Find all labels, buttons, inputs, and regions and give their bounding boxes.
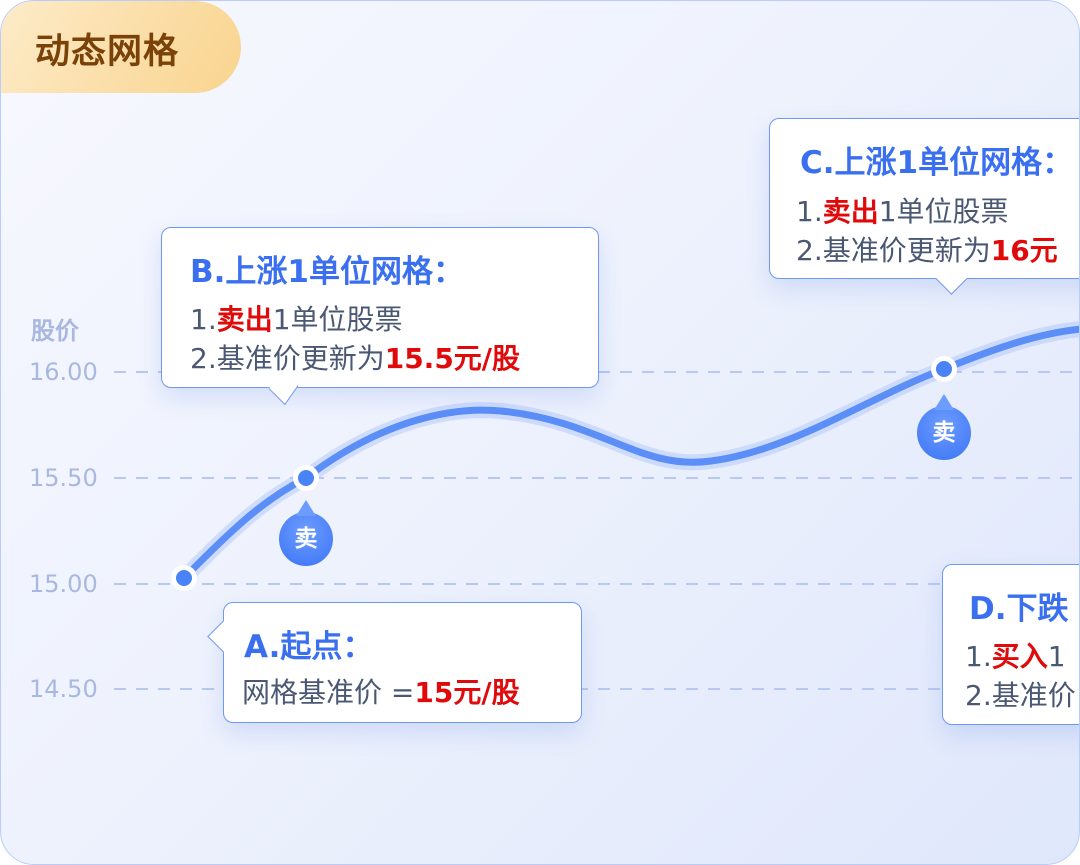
text: 1单位股票 [272,303,403,336]
y-tick: 14.50 [29,675,98,703]
label: 2.基准价更新为 [796,234,991,267]
callout-line: 1.买入1 [965,635,1066,675]
callout-b: B.上涨1单位网格： 1.卖出1单位股票 2.基准价更新为15.5元/股 [161,227,599,406]
sell-marker-c: 卖 [917,394,971,460]
callout-d: D.下跌 1.买入1 2.基准价 [942,564,1079,725]
value: 15.5元/股 [384,342,521,375]
text: 1 [1047,640,1066,673]
point-b [293,465,319,491]
title-tab: 动态网格 [1,1,241,93]
sell-marker-b: 卖 [279,500,333,566]
text: 1单位股票 [878,195,1009,228]
callout-line: 2.基准价更新为16元 [796,229,1058,269]
label: 2.基准价更新为 [190,342,385,375]
callout-title: A.起点： [244,629,374,665]
action: 卖出 [822,195,879,228]
point-a [171,565,197,591]
action: 卖出 [216,303,273,336]
value: 15元/股 [414,676,520,709]
callout-line: 1.卖出1单位股票 [190,298,403,338]
callout-line: 2.基准价 [965,679,1076,712]
y-axis-title: 股价 [31,317,79,345]
action: 买入 [991,640,1048,673]
num: 1. [965,640,992,673]
num: 1. [190,303,217,336]
callout-a: A.起点： 网格基准价 =15元/股 [207,602,582,723]
callout-line: 2.基准价更新为15.5元/股 [190,337,520,377]
callout-c: C.上涨1单位网格： 1.卖出1单位股票 2.基准价更新为16元 [769,118,1079,295]
value: 16元 [990,234,1058,267]
callout-title: B.上涨1单位网格： [190,254,464,290]
y-tick: 15.50 [29,464,98,492]
callout-line: 网格基准价 =15元/股 [242,671,520,711]
title: 动态网格 [35,32,180,72]
point-c [931,356,957,382]
label: 网格基准价 = [242,676,415,709]
callout-title: C.上涨1单位网格： [800,145,1074,181]
callout-title: D.下跌 [969,591,1069,627]
y-tick: 15.00 [29,570,98,598]
num: 1. [796,195,823,228]
callout-line: 1.卖出1单位股票 [796,190,1009,230]
y-tick: 16.00 [29,358,98,386]
